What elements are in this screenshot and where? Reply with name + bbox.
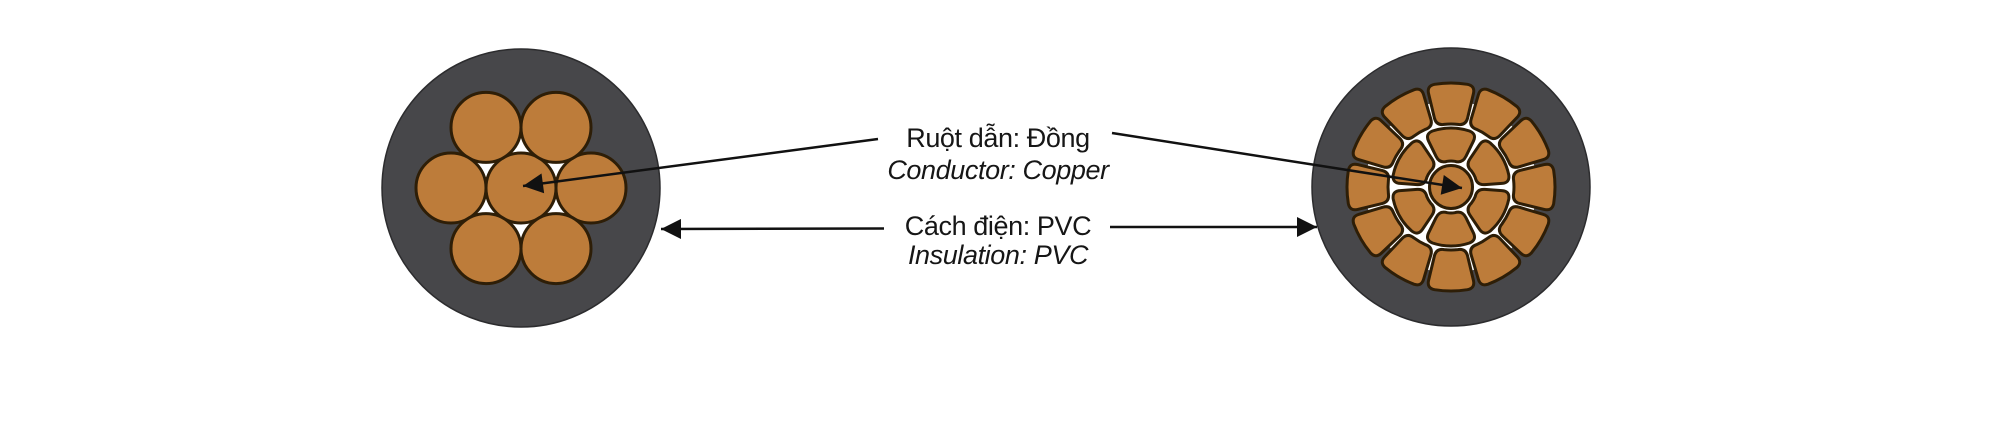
conductor-strand [1426,210,1476,248]
conductor-strand [1428,164,1474,210]
conductor-label-en: Conductor: Copper [887,155,1109,185]
conductor-strand [519,90,593,164]
left-cable-cross-section [381,48,661,328]
conductor-strand [1380,87,1433,141]
conductor-strand [1466,187,1511,235]
conductor-strand [554,151,628,225]
conductor-strand [1391,187,1436,235]
conductor-strand [484,151,558,225]
conductor-strand [449,212,523,286]
insulation-label-en: Insulation: PVC [907,240,1089,270]
conductor-strand [1497,205,1551,258]
conductor-strand [1469,233,1522,287]
insulation-label-vi: Cách điện: PVC [904,211,1092,241]
conductor-strand [1345,162,1391,212]
conductor-strand [1426,247,1476,293]
conductor-strand [1469,87,1522,141]
right-cable-cross-section [1311,47,1591,327]
conductor-strand [1351,205,1405,258]
conductor-label-vi: Ruột dẫn: Đồng [906,123,1090,153]
conductor-strand [1380,233,1433,287]
conductor-strand [1466,139,1511,187]
conductor-strand [519,212,593,286]
conductor-strand [414,151,488,225]
conductor-strand [1497,116,1551,169]
conductor-strand [1426,81,1476,127]
conductor-strand [1511,162,1557,212]
conductor-strand [449,90,523,164]
